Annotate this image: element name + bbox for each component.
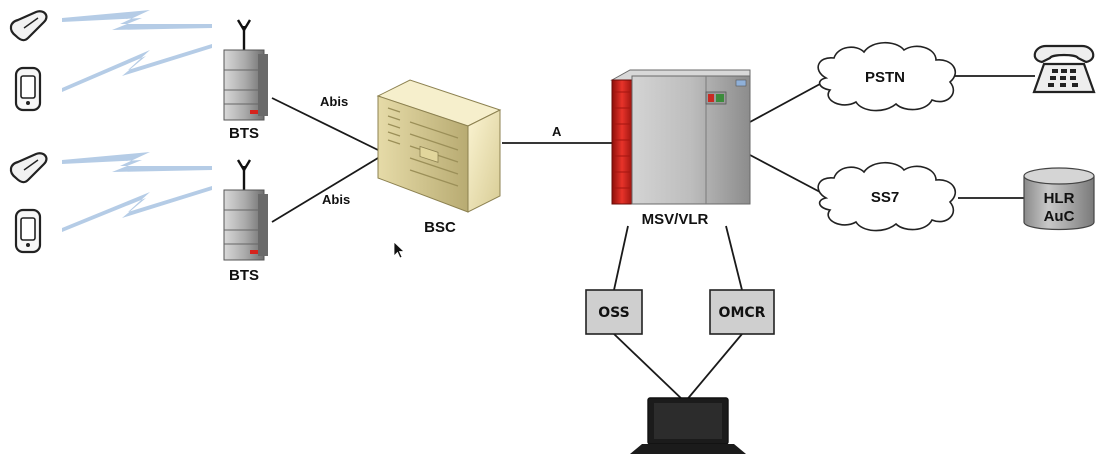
link-oss-terminal [613,333,686,403]
bsc-label: BSC [424,219,456,236]
flip-phone-icon [9,152,48,184]
omcr-box [709,289,775,335]
auc-label: AuC [1044,208,1075,225]
msc-server [610,69,751,205]
smartphone-icon [14,208,42,254]
laptop-icon [630,397,746,454]
antenna-icon [236,159,252,190]
smartphone-icon [14,66,42,112]
bts-tower-bottom [223,159,268,261]
telephone-icon [1032,44,1096,94]
connection-lines [271,75,1035,403]
hlr-label: HLR [1044,190,1075,207]
antenna-icon [236,19,252,50]
pstn-label: PSTN [865,69,905,86]
msc-label: MSV/VLR [642,211,709,228]
oss-box [585,289,643,335]
a-interface-label: A [552,124,562,139]
link-msc-oss [613,225,629,291]
link-msc-ss7 [749,154,821,193]
abis-top-label: Abis [320,94,348,109]
link-bts-bottom-bsc [271,157,379,223]
ss7-label: SS7 [871,189,899,206]
flip-phone-icon [9,10,48,42]
ss7-cloud [817,161,956,232]
link-omcr-terminal [684,333,743,403]
pstn-cloud [817,41,956,112]
bts-top-label: BTS [229,125,259,142]
abis-bottom-label: Abis [322,192,350,207]
link-msc-omcr [725,225,743,291]
omcr-label: OMCR [719,305,766,321]
radio-wave-icon [62,10,212,232]
bsc-server [376,79,502,213]
link-msc-pstn [749,83,821,123]
oss-label: OSS [598,305,629,321]
bts-tower-top [223,19,268,121]
mouse-cursor-icon [393,241,406,259]
hlr-database-icon [1023,167,1095,231]
link-bts-top-bsc [271,97,379,151]
bts-bottom-label: BTS [229,267,259,284]
